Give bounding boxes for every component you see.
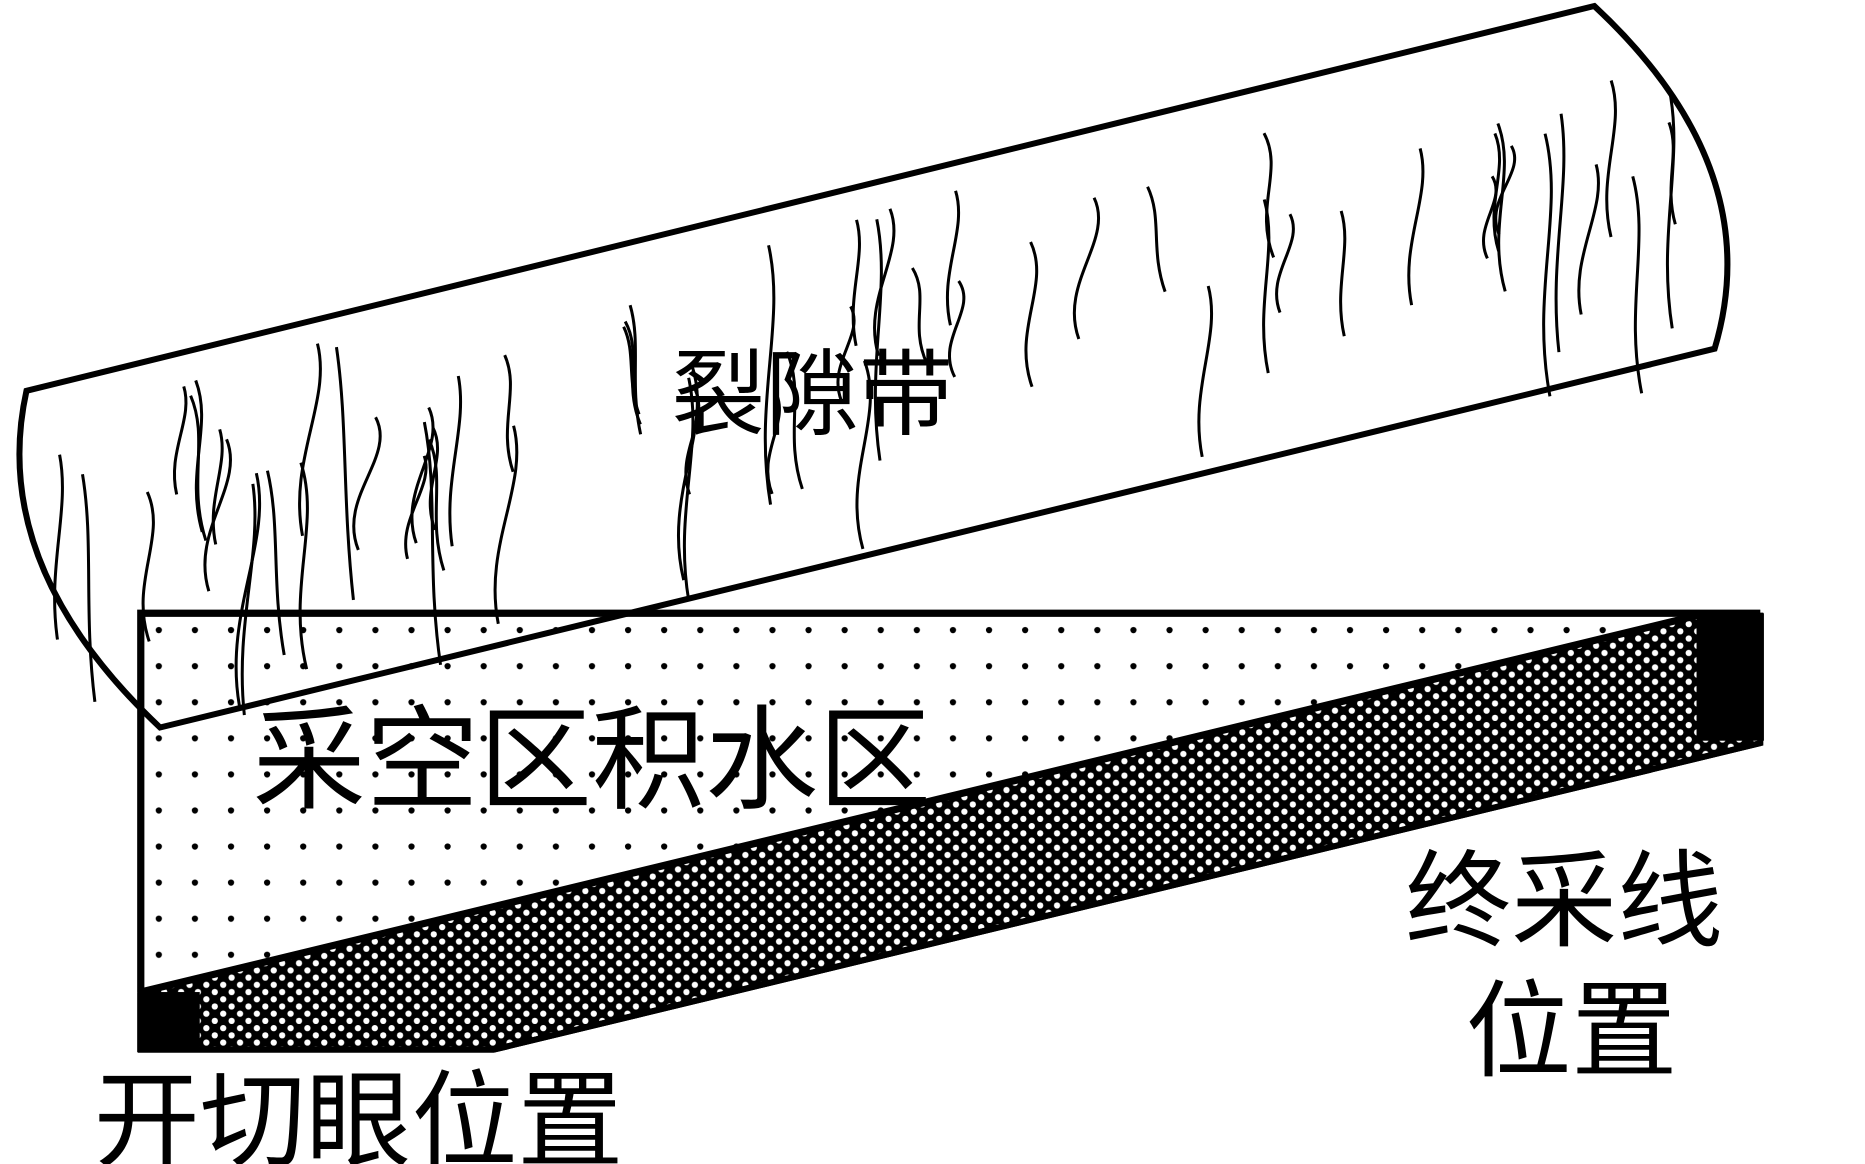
fracture-crack [911,267,929,364]
fracture-crack [404,455,428,560]
fracture-crack [855,360,872,550]
fracture-crack [1339,210,1347,337]
fracture-crack [427,438,446,571]
fracture-crack [1496,122,1507,292]
stop-line-label-2: 位置 [1466,970,1678,1093]
fracture-crack [448,375,463,547]
fracture-crack [1072,197,1101,340]
fracture-crack [1605,80,1617,238]
fracture-crack [873,219,883,461]
fracture-crack [682,377,695,601]
fracture-crack [203,438,233,592]
open-cut-block [137,992,200,1053]
goaf-water-zone [137,609,1761,993]
fracture-crack [851,219,861,347]
fracture-crack [240,483,257,716]
fracture-crack [298,462,309,670]
fracture-crack [81,473,97,703]
fracture-crack [684,388,701,495]
fracture-crack [1262,199,1271,374]
fracture-crack [172,385,188,495]
fracture-crack [1146,186,1167,293]
goaf-water-zone-label: 采空区积水区 [253,695,932,827]
fracture-crack [763,245,776,505]
fracture-crack [298,343,322,537]
fracture-crack [948,280,966,378]
fracture-crack [1024,241,1039,388]
fracture-cracks [53,80,1677,716]
fracture-crack [503,354,515,473]
fracture-crack [234,472,262,706]
fracture-crack [493,425,519,625]
open-cut-label: 开切眼位置 [94,1060,623,1164]
fracture-crack [334,346,355,601]
fracture-crack [189,395,208,542]
fracture-crack [141,491,155,642]
fracture-crack [873,208,896,357]
stop-line-label-1: 终采线 [1405,840,1723,963]
fracture-crack [211,428,224,545]
fracture-crack [1481,175,1498,260]
fracture-crack [1407,148,1425,306]
fracture-crack [945,190,961,326]
fracture-crack [1197,285,1213,458]
fracture-crack [1554,113,1566,353]
fracture-crack [53,454,64,640]
fracture-crack [623,320,642,425]
fracture-crack [352,416,382,551]
fracture-crack [1494,145,1517,235]
fracture-crack [1542,133,1553,397]
fracture-crack [1667,121,1677,225]
fracture-crack [1275,213,1295,314]
fracture-crack [410,406,435,544]
fracture-zone [16,2,1731,731]
fracture-crack [1577,164,1600,315]
fracture-zone-label: 裂隙带 [671,341,953,450]
fracture-crack [1631,175,1644,394]
fracture-crack [785,351,804,490]
fracture-crack [422,421,443,666]
stop-line-block [1696,613,1764,741]
fracture-crack [265,470,286,656]
